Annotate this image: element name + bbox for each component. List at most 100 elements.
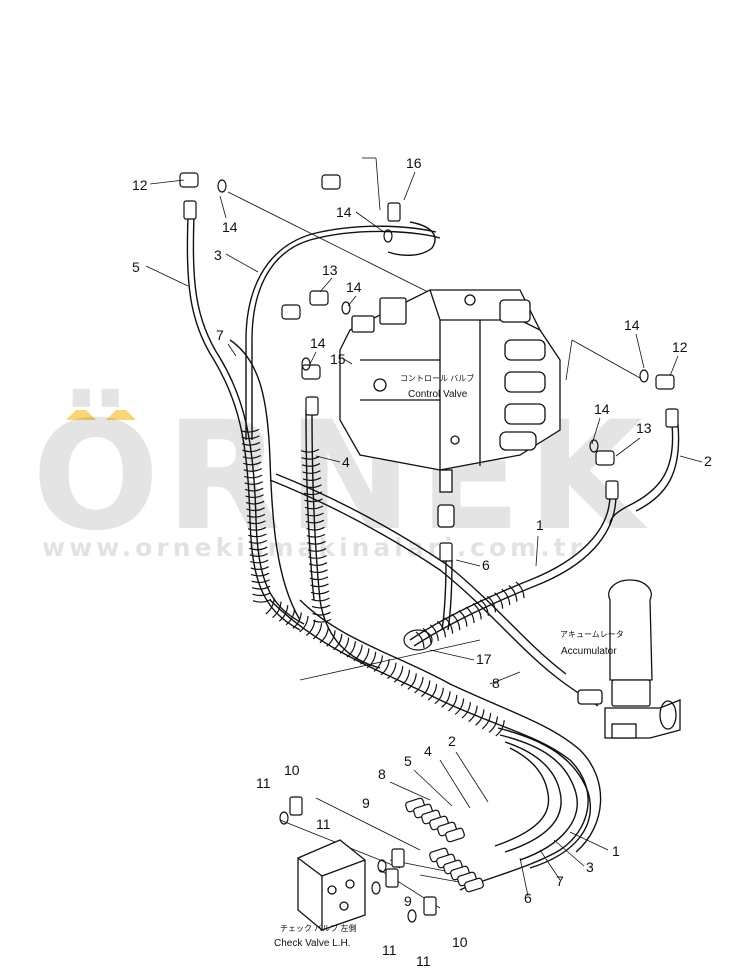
hose-5 <box>186 214 301 631</box>
wrap-coil <box>303 491 323 496</box>
wrap-coil <box>305 512 324 517</box>
wrap-coil <box>437 620 447 638</box>
wrap-coil <box>461 702 471 719</box>
wrap-coil <box>311 604 331 609</box>
wrap-coil <box>251 585 271 590</box>
wrap-coil <box>306 526 325 531</box>
wrap-coil <box>250 572 270 577</box>
wrap-coil <box>429 624 439 641</box>
wrap-coil <box>451 613 461 631</box>
callout-label: 12 <box>132 177 148 193</box>
wrap-coil <box>310 583 329 588</box>
wrap-coil <box>242 448 261 453</box>
callout-label: 10 <box>452 934 468 950</box>
callout-label: 5 <box>132 259 140 275</box>
wrap-coil <box>481 712 492 730</box>
wrap-coil <box>301 462 321 467</box>
wrap-coil <box>306 533 326 538</box>
fittings <box>179 172 679 923</box>
watermark-accent-right <box>106 410 136 420</box>
control-valve-label-en: Control Valve <box>408 389 468 400</box>
straight-fitting <box>183 200 197 220</box>
wrap-coil <box>300 448 320 453</box>
callout-label: 9 <box>362 795 370 811</box>
wrap-coil <box>448 694 458 712</box>
hose-7 <box>229 339 301 621</box>
wrap-coil <box>501 588 511 606</box>
callout-label: 13 <box>322 262 338 278</box>
wrap-coil <box>454 698 465 715</box>
elbow-fitting <box>321 174 341 190</box>
wrap-coil <box>465 606 475 624</box>
hose-1-inner <box>413 494 617 647</box>
callout-label: 7 <box>556 873 564 889</box>
wrap-coil <box>244 474 263 479</box>
wrap-coil <box>302 470 321 474</box>
callout-label: 6 <box>524 890 532 906</box>
callout-label: 4 <box>342 454 350 470</box>
wrap-coil <box>353 644 363 662</box>
wrap-coil <box>292 612 302 629</box>
callout-label: 14 <box>310 335 326 351</box>
hose-end-fitting <box>445 827 465 843</box>
o-ring <box>341 301 351 315</box>
wrap-coil <box>387 662 397 680</box>
wrap-coil <box>326 630 336 647</box>
straight-fitting <box>439 542 453 562</box>
wrap-coil <box>278 605 289 622</box>
elbow-fitting <box>655 374 675 390</box>
hose-3 <box>251 230 441 440</box>
callout-label: 7 <box>216 327 224 343</box>
wrap-coil <box>252 598 272 603</box>
control-valve-label-ja: コントロール バルブ <box>400 373 474 383</box>
callout-label: 11 <box>382 942 397 958</box>
wrap-coil <box>479 599 489 616</box>
check-valve-label-ja: チェック バルブ 左側 <box>280 923 356 933</box>
o-ring <box>639 369 649 383</box>
wrap-coil <box>299 615 309 633</box>
wrap-coil <box>420 680 431 697</box>
straight-fitting <box>605 480 619 500</box>
elbow-fitting <box>595 450 615 466</box>
wrap-coil <box>508 585 518 602</box>
wrap-coil <box>285 608 296 626</box>
wrap-coil <box>305 619 316 636</box>
callout-label: 12 <box>672 339 688 355</box>
wrap-coil <box>515 581 525 599</box>
callout-label: 5 <box>404 753 412 769</box>
wrap-coil <box>242 454 262 459</box>
elbow-fitting <box>301 364 321 380</box>
hose-wrap-spiral <box>240 428 525 737</box>
wrap-coil <box>458 610 468 627</box>
straight-fitting <box>387 202 401 222</box>
pilot-line-16 <box>387 221 436 256</box>
check-valve-lh <box>297 839 366 931</box>
wrap-coil <box>248 533 267 538</box>
accumulator <box>577 579 681 739</box>
o-ring <box>217 179 227 193</box>
wrap-coil <box>309 569 328 574</box>
callout-label: 14 <box>336 204 352 220</box>
wrap-coil <box>311 597 330 602</box>
wrap-coil <box>301 455 320 460</box>
wrap-coil <box>427 684 438 701</box>
wrap-coil <box>487 595 497 613</box>
wrap-coil <box>241 441 261 446</box>
wrap-coil <box>248 539 268 544</box>
wrap-coil <box>312 611 331 616</box>
wrap-coil <box>339 637 350 654</box>
o-ring <box>407 909 417 923</box>
wrap-coil <box>494 592 504 609</box>
callout-label: 9 <box>404 893 412 909</box>
callout-label: 10 <box>284 762 300 778</box>
wrap-coil <box>246 507 265 512</box>
control-valve <box>339 289 561 528</box>
o-ring <box>383 229 393 243</box>
callout-label: 8 <box>378 766 386 782</box>
wrap-coil <box>252 592 271 597</box>
hose-2-inner <box>635 424 680 512</box>
callout-label: 11 <box>316 816 331 832</box>
wrap-coil <box>415 631 425 649</box>
wrap-coil <box>310 590 330 595</box>
wrap-coil <box>468 705 478 723</box>
